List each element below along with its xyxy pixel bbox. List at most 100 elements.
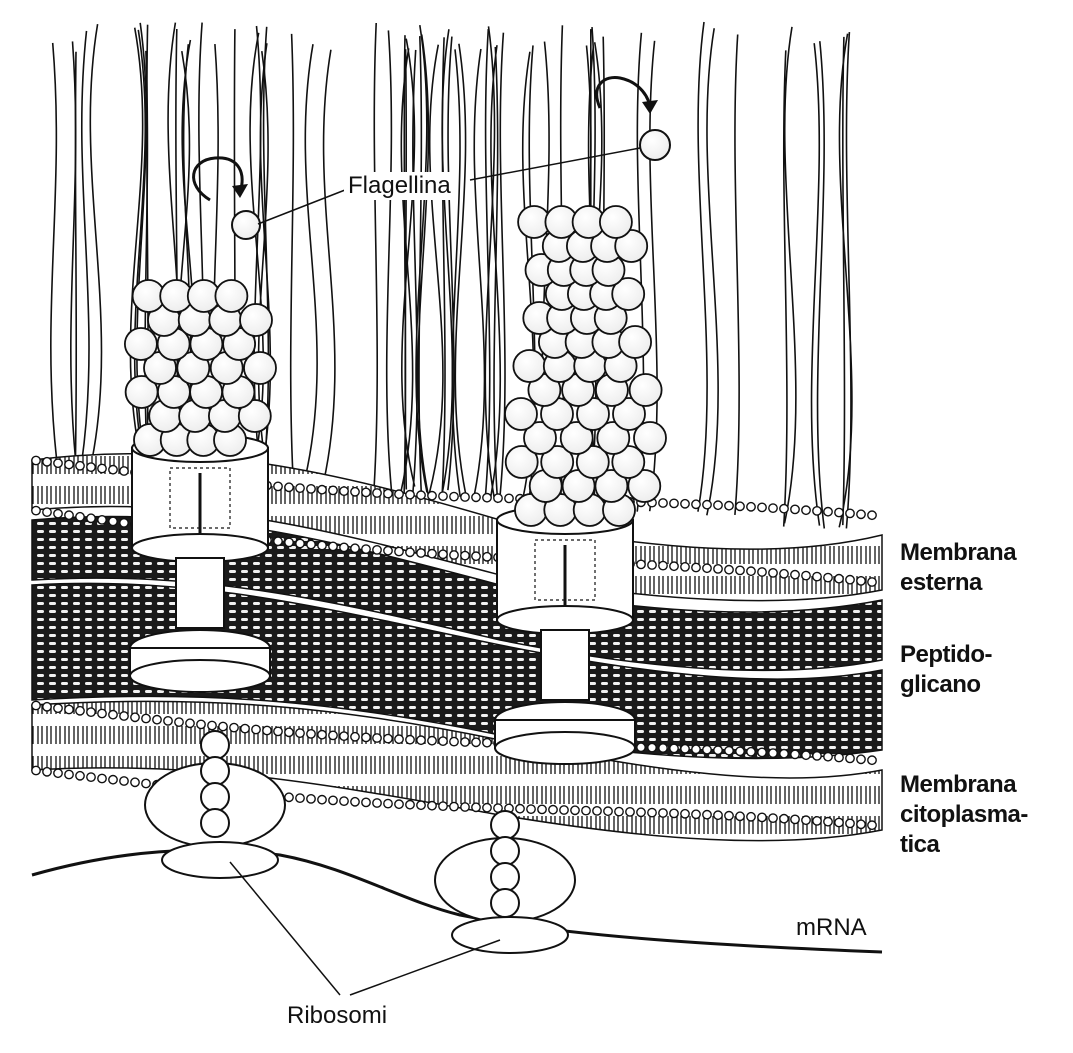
lipid-head-bead <box>439 802 447 810</box>
filament <box>82 31 89 463</box>
lipid-head-bead <box>769 749 777 757</box>
lipid-head-bead <box>802 751 810 759</box>
lipid-head-bead <box>384 489 392 497</box>
lipid-head-bead <box>87 773 95 781</box>
lipid-head-bead <box>758 503 766 511</box>
lipid-head-bead <box>747 503 755 511</box>
flagellin-subunit <box>232 211 260 239</box>
lipid-head-bead <box>307 795 315 803</box>
flagellin-subunit <box>630 374 662 406</box>
lipid-head-bead <box>780 570 788 578</box>
lipid-head-bead <box>846 509 854 517</box>
lipid-head-bead <box>351 544 359 552</box>
lipid-head-bead <box>450 492 458 500</box>
lipid-head-bead <box>373 799 381 807</box>
flagellin-polymer-left <box>125 280 276 456</box>
lipid-head-bead <box>758 748 766 756</box>
lipid-head-bead <box>846 754 854 762</box>
lipid-head-bead <box>736 502 744 510</box>
lipid-head-bead <box>142 714 150 722</box>
filament <box>430 45 443 493</box>
lipid-head-bead <box>450 802 458 810</box>
lipid-head-bead <box>76 772 84 780</box>
lipid-head-bead <box>406 801 414 809</box>
ms-ring-bottom <box>130 660 270 692</box>
lipid-head-bead <box>769 504 777 512</box>
lipid-head-bead <box>285 483 293 491</box>
lipid-head-bead <box>516 805 524 813</box>
lipid-head-bead <box>714 746 722 754</box>
flagellin-subunit <box>619 326 651 358</box>
lipid-head-bead <box>461 493 469 501</box>
lipid-head-bead <box>285 538 293 546</box>
ribosome-small-subunit <box>452 917 568 953</box>
lipid-head-bead <box>472 552 480 560</box>
lipid-head-bead <box>32 506 40 514</box>
lipid-head-bead <box>142 779 150 787</box>
filament <box>843 37 845 525</box>
lipid-head-bead <box>439 550 447 558</box>
lipid-head-bead <box>274 482 282 490</box>
filament <box>698 22 707 512</box>
nascent-chain-bead <box>491 811 519 839</box>
flagellin-subunit <box>125 328 157 360</box>
lipid-head-bead <box>857 577 865 585</box>
lipid-head-bead <box>813 752 821 760</box>
lipid-head-bead <box>65 705 73 713</box>
lipid-head-bead <box>736 812 744 820</box>
lipid-head-bead <box>439 492 447 500</box>
lipid-head-bead <box>329 486 337 494</box>
lipid-head-bead <box>417 736 425 744</box>
lipid-head-bead <box>780 750 788 758</box>
lipid-head-bead <box>373 546 381 554</box>
lipid-head-bead <box>285 728 293 736</box>
nascent-chain-bead <box>491 837 519 865</box>
lipid-head-bead <box>494 494 502 502</box>
lipid-head-bead <box>659 561 667 569</box>
lipid-head-bead <box>692 563 700 571</box>
lipid-head-bead <box>725 502 733 510</box>
lipid-head-bead <box>769 814 777 822</box>
lipid-head-bead <box>340 797 348 805</box>
lipid-head-bead <box>703 501 711 509</box>
lipid-head-bead <box>824 573 832 581</box>
lipid-head-bead <box>505 494 513 502</box>
secretion-arrow-right <box>597 77 670 160</box>
lipid-head-bead <box>824 753 832 761</box>
lipid-head-bead <box>428 550 436 558</box>
label-line: glicano <box>900 670 992 700</box>
lipid-head-bead <box>868 511 876 519</box>
lipid-head-bead <box>318 541 326 549</box>
lipid-head-bead <box>626 808 634 816</box>
lipid-head-bead <box>670 499 678 507</box>
nascent-chain-bead <box>491 863 519 891</box>
lipid-head-bead <box>747 748 755 756</box>
lipid-head-bead <box>307 485 315 493</box>
lipid-head-bead <box>329 796 337 804</box>
label-peptidoglicano: Peptido- glicano <box>900 640 992 700</box>
lipid-head-bead <box>527 805 535 813</box>
lipid-head-bead <box>725 566 733 574</box>
lipid-head-bead <box>219 722 227 730</box>
filament <box>485 26 494 501</box>
label-flagellina: Flagellina <box>344 172 455 200</box>
lipid-head-bead <box>32 766 40 774</box>
filament <box>442 37 445 491</box>
lipid-head-bead <box>483 739 491 747</box>
lipid-head-bead <box>681 563 689 571</box>
lipid-head-bead <box>318 731 326 739</box>
lipid-head-bead <box>318 486 326 494</box>
lipid-head-bead <box>131 713 139 721</box>
label-membrana-esterna: Membrana esterna <box>900 538 1016 598</box>
lipid-head-bead <box>109 776 117 784</box>
flagellin-subunit <box>513 350 545 382</box>
lipid-head-bead <box>868 578 876 586</box>
flagellin-subunit <box>505 398 537 430</box>
lipid-head-bead <box>120 777 128 785</box>
lipid-head-bead <box>659 809 667 817</box>
label-line: Membrana <box>900 538 1016 568</box>
lipid-head-bead <box>98 516 106 524</box>
filament <box>387 30 392 489</box>
lipid-head-bead <box>846 576 854 584</box>
